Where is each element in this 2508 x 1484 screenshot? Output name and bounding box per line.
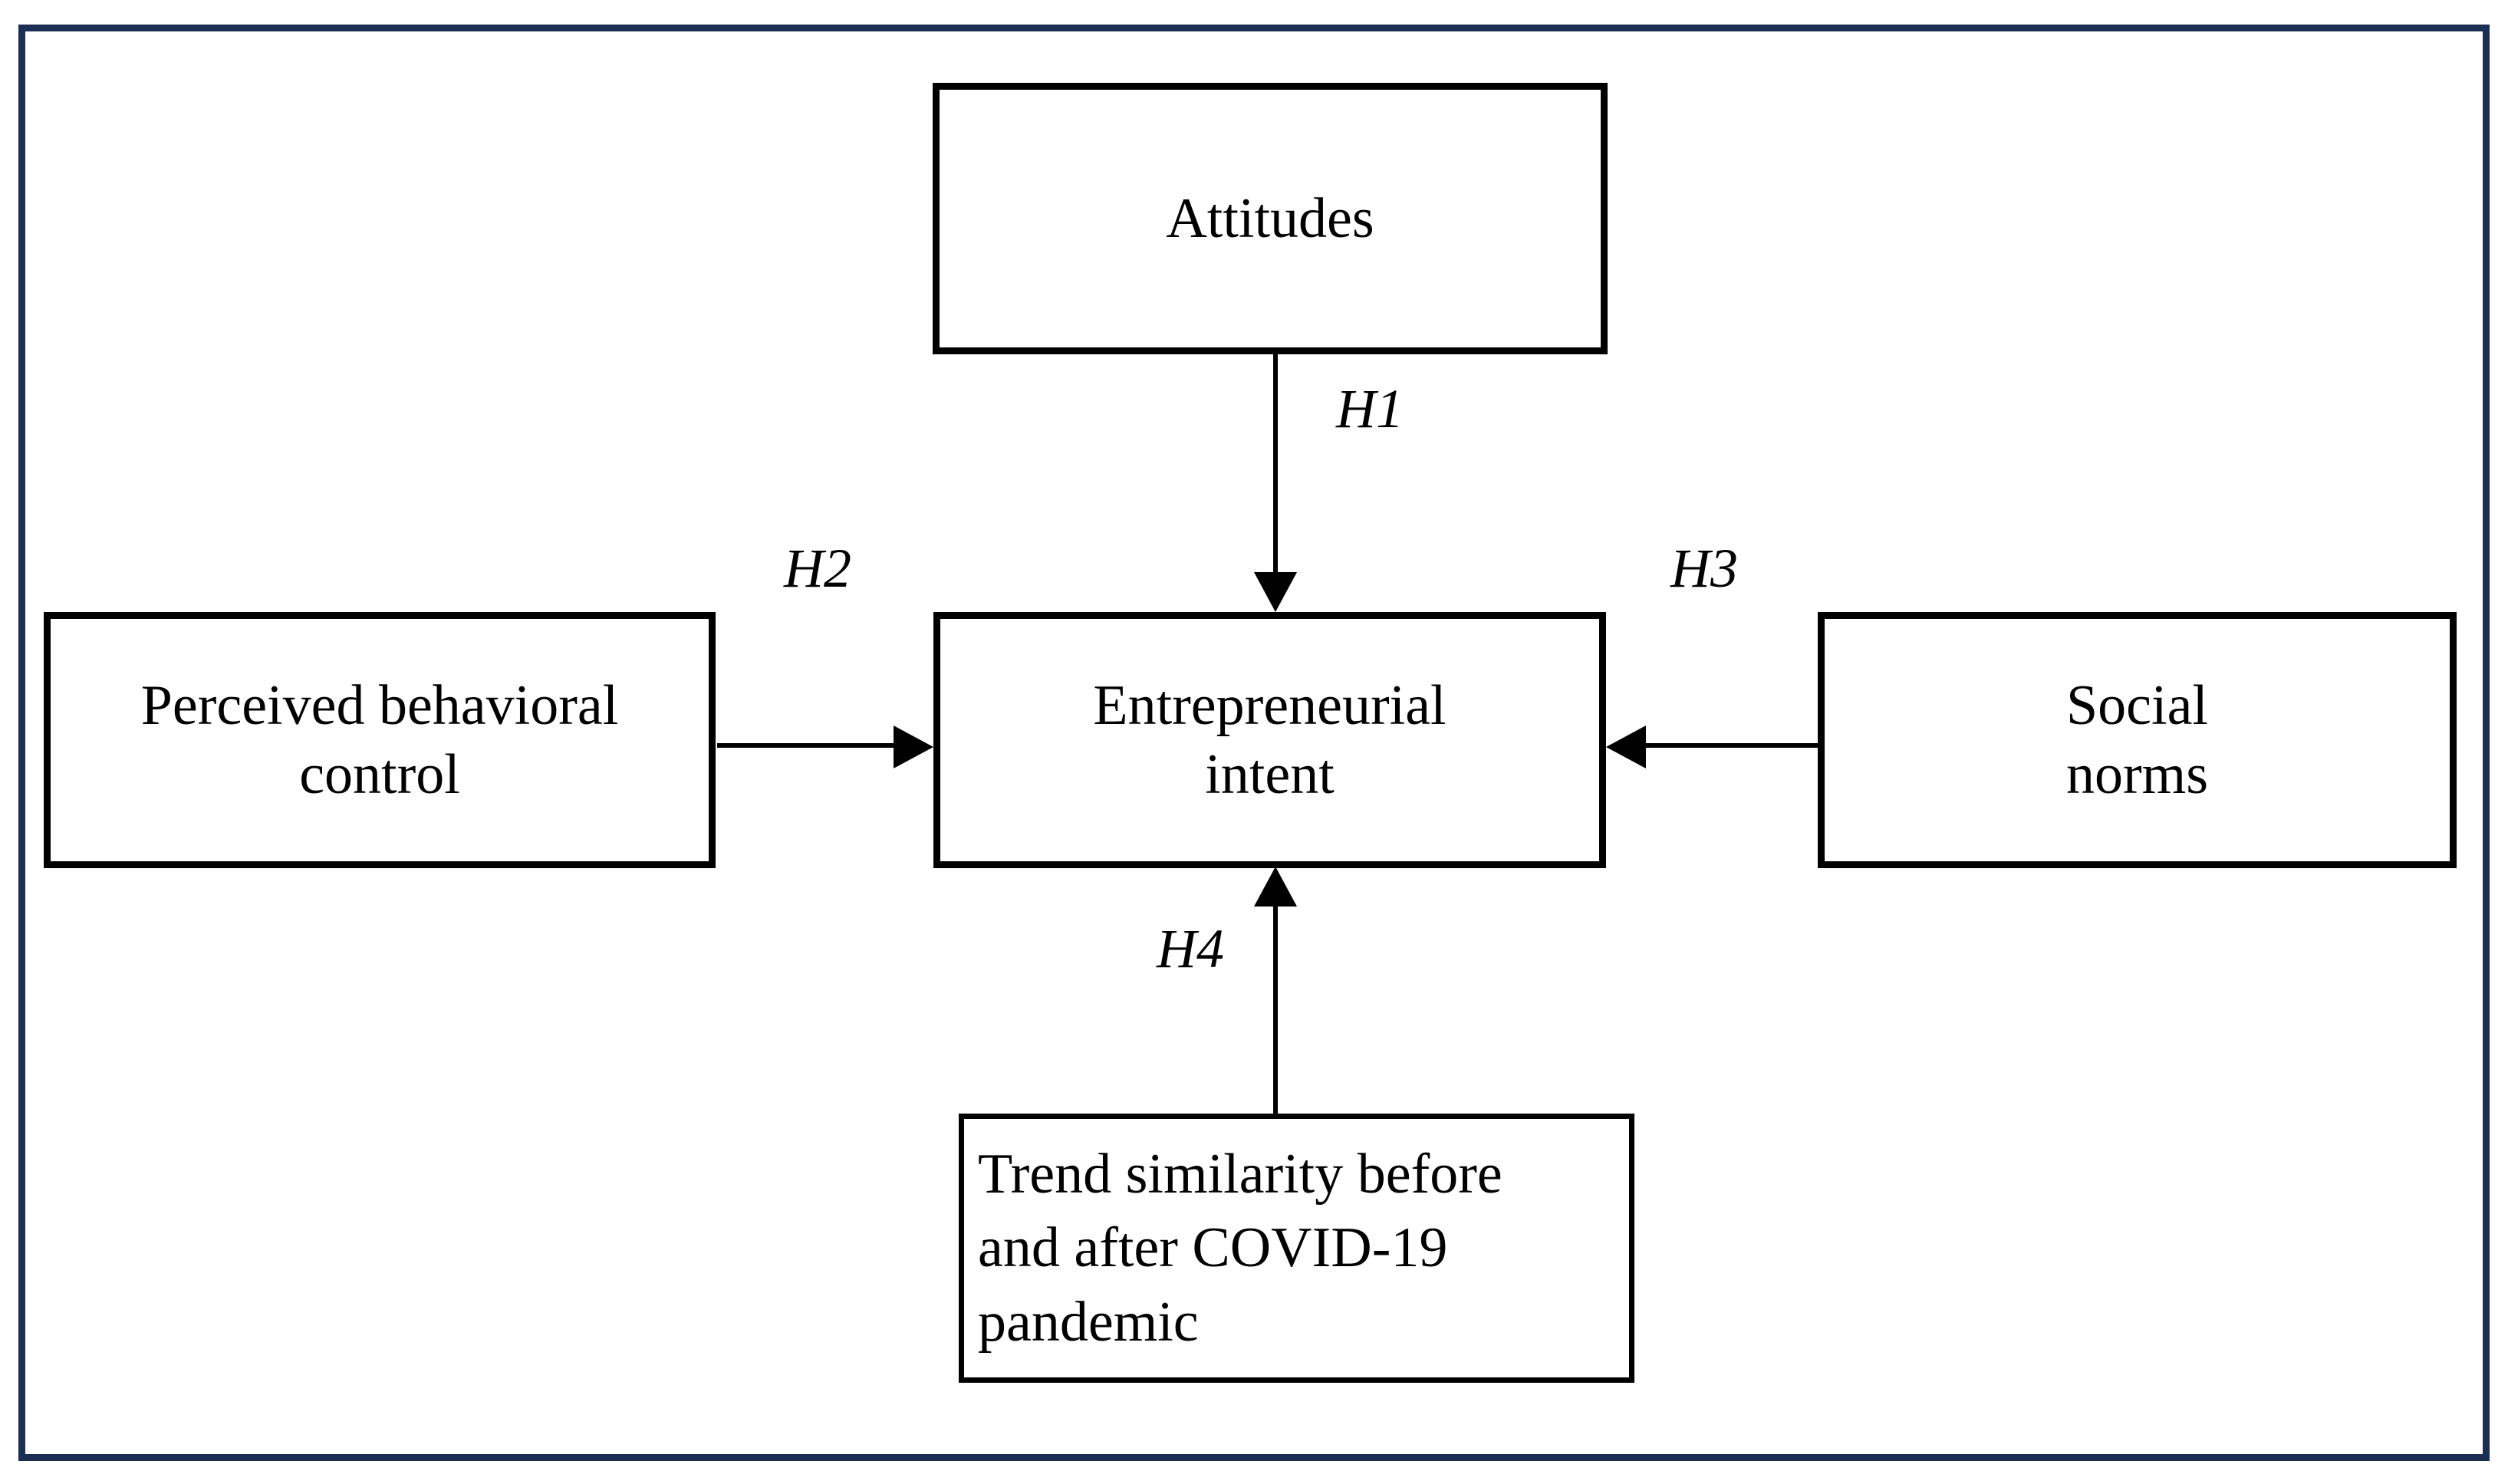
arrow-h1-head-icon [1254,572,1297,612]
node-label-trend-similarity: Trend similarity before and after COVID-… [978,1143,1502,1354]
node-label-perceived-behavioral-control: Perceived behavioral control [140,673,619,806]
arrow-h3-head-icon [1606,726,1646,768]
arrow-h2-shaft [717,743,895,748]
arrow-h4-head-icon [1254,867,1297,907]
hypothesis-label-h3: H3 [1670,538,1738,599]
arrow-h1-shaft [1273,354,1278,574]
arrow-h3-shaft [1646,743,1818,748]
node-label-entrepreneurial-intent: Entrepreneurial intent [1093,673,1447,806]
node-box-attitudes[interactable]: Attitudes [933,83,1608,354]
arrow-h2-head-icon [894,726,933,768]
node-box-perceived-behavioral-control[interactable]: Perceived behavioral control [44,612,716,868]
node-box-trend-similarity[interactable]: Trend similarity before and after COVID-… [959,1114,1634,1383]
node-box-entrepreneurial-intent[interactable]: Entrepreneurial intent [933,612,1606,868]
hypothesis-label-h4: H4 [1157,918,1224,979]
hypothesis-label-h1: H1 [1336,378,1404,439]
arrow-h4-shaft [1273,907,1278,1114]
hypothesis-label-h2: H2 [784,538,851,599]
node-box-social-norms[interactable]: Social norms [1818,612,2457,868]
outer-frame-border [18,25,2490,1461]
node-label-social-norms: Social norms [2066,673,2208,806]
node-label-attitudes: Attitudes [1166,186,1374,250]
